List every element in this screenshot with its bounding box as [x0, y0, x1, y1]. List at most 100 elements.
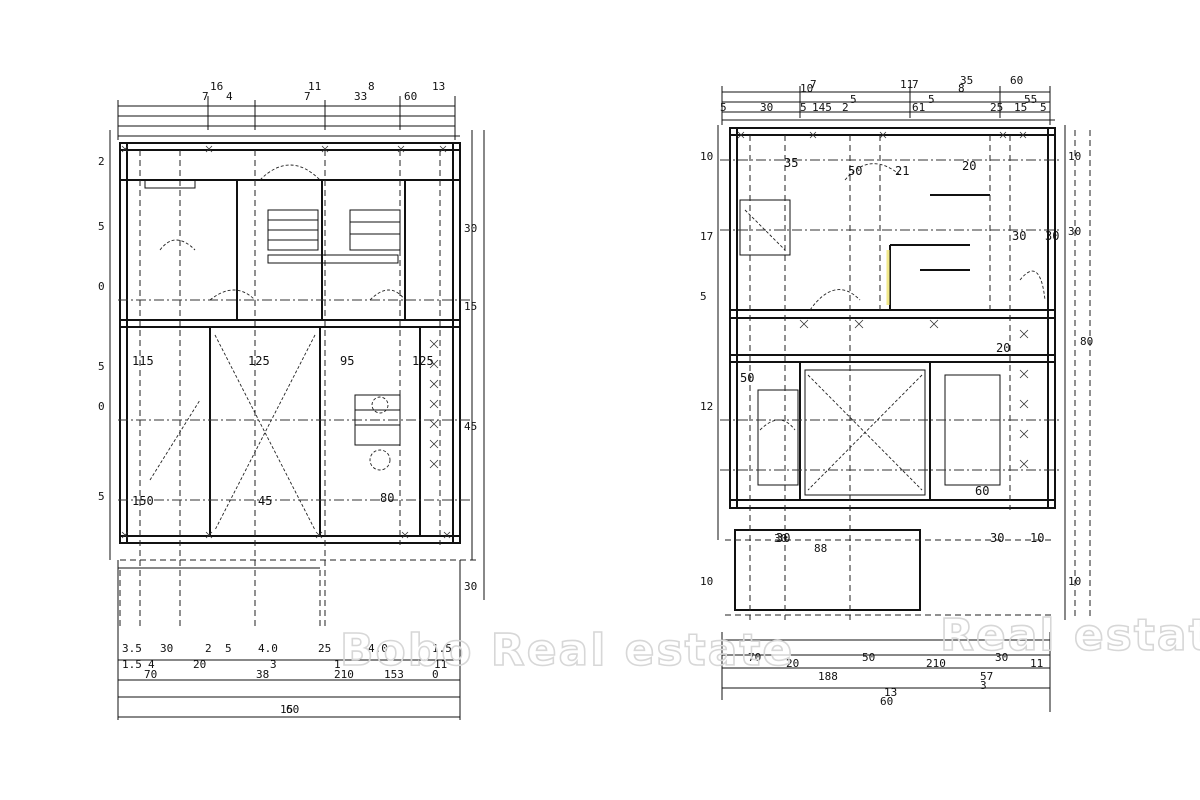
left-walls	[119, 142, 461, 544]
right-top-dim-11: 145	[812, 101, 832, 114]
left-side-dim-5: 0	[98, 400, 105, 413]
left-top-dim-1: 16	[210, 80, 223, 93]
right-room-label-4: 20	[962, 159, 976, 173]
left-bottom-dim-19: 0	[432, 668, 439, 681]
left-bottom-dim-13: 1	[334, 658, 341, 671]
right-room-label-9: 60	[975, 484, 989, 498]
right-side-dim-r1: 10	[1068, 150, 1081, 163]
right-top-dim-16: 25	[990, 101, 1003, 114]
right-bottom-dim-12: 13	[884, 686, 897, 699]
left-side-dim-2: 5	[98, 220, 105, 233]
right-top-dim-7: 8	[958, 82, 965, 95]
left-room-label-4: 125	[412, 354, 434, 368]
right-walls	[729, 127, 1056, 611]
right-floor-plan: 7 11 7 35 60 10 8 5 30 5 145 2 5 61 5 25…	[700, 74, 1093, 712]
right-room-label-12: 10	[1030, 531, 1044, 545]
right-room-label-8: 50	[740, 371, 754, 385]
right-top-dimensions: 7 11 7 35 60 10 8 5 30 5 145 2 5 61 5 25…	[720, 74, 1055, 125]
left-top-dim-9: 4	[226, 90, 233, 103]
right-bottom-dim-5: 50	[862, 651, 875, 664]
left-side-dim-6: 5	[98, 490, 105, 503]
left-room-label-1: 115	[132, 354, 154, 368]
left-bottom-dim-10: 4	[148, 658, 155, 671]
right-bottom-dim-3: 70	[748, 651, 761, 664]
watermark-right: Real estate	[940, 610, 1200, 661]
left-bottom-dim-9: 1.5	[122, 658, 142, 671]
right-top-dim-4: 35	[960, 74, 973, 87]
left-bottom-dimensions: 3.5 30 2 5 4.0 25 4.0 1.5 1.5 4 20 3 1 1…	[117, 560, 461, 720]
right-top-dim-3: 7	[912, 78, 919, 91]
left-bottom-dim-1: 3.5	[122, 642, 142, 655]
left-bottom-dim-8: 1.5	[432, 642, 452, 655]
right-top-dim-19: 5	[1040, 101, 1047, 114]
right-bottom-dim-11: 3	[980, 679, 987, 692]
right-room-label-7: 20	[996, 341, 1010, 355]
left-hatch-markers	[121, 145, 451, 539]
right-dashed-guides	[720, 130, 1091, 620]
right-bottom-dim-1: 88	[814, 542, 827, 555]
left-side-dim-r3: 45	[464, 420, 477, 433]
right-top-dim-12: 2	[842, 101, 849, 114]
left-top-dim-8: 60	[404, 90, 417, 103]
left-top-dim-4: 13	[432, 80, 445, 93]
right-bottom-dim-10: 57	[980, 670, 993, 683]
left-bottom-dim-20: 15	[280, 703, 293, 716]
right-room-label-11: 30	[990, 531, 1004, 545]
left-top-dim-3: 8	[368, 80, 375, 93]
right-room-label-10: 30	[776, 531, 790, 545]
right-top-dim-5: 60	[1010, 74, 1023, 87]
right-room-label-3: 21	[895, 164, 909, 178]
right-top-dim-14: 61	[912, 101, 925, 114]
left-room-label-7: 150	[132, 494, 154, 508]
watermark-left: Bobo Real estate	[340, 625, 794, 676]
left-bottom-dim-12: 3	[270, 658, 277, 671]
right-door-swings	[744, 163, 1046, 491]
right-top-dim-15: 5	[928, 93, 935, 106]
left-bottom-dim-17: 210	[334, 668, 354, 681]
left-stairs	[144, 179, 401, 446]
left-side-dim-4: 5	[98, 360, 105, 373]
left-door-swings	[149, 164, 406, 531]
left-side-dim-1: 2	[98, 155, 105, 168]
left-room-labels: 115 125 95 125 45 80 150	[132, 354, 434, 508]
right-bottom-dim-7: 30	[995, 651, 1008, 664]
right-room-label-6: 30	[1045, 229, 1059, 243]
left-top-dim-5: 7	[202, 90, 209, 103]
right-room-labels: 35 50 21 20 30 30 20 50 60 30 30 10	[740, 156, 1059, 545]
left-bottom-dim-4: 5	[225, 642, 232, 655]
right-side-dim-2: 17	[700, 230, 713, 243]
left-bottom-dim-6: 25	[318, 642, 331, 655]
left-top-dim-7: 33	[354, 90, 367, 103]
right-side-dim-5: 10	[700, 575, 713, 588]
left-bottom-dim-14: 11	[434, 658, 447, 671]
left-room-label-2: 125	[248, 354, 270, 368]
left-bottom-dim-21: 60	[286, 703, 299, 716]
left-bottom-dim-2: 30	[160, 642, 173, 655]
left-bottom-dim-7: 4.0	[368, 642, 388, 655]
right-top-dim-2: 11	[900, 78, 913, 91]
left-bottom-dim-3: 2	[205, 642, 212, 655]
right-top-dim-6: 10	[800, 82, 813, 95]
right-room-label-5: 30	[1012, 229, 1026, 243]
left-bottom-dim-15: 70	[144, 668, 157, 681]
left-bottom-dim-16: 38	[256, 668, 269, 681]
right-room-label-2: 50	[848, 164, 862, 178]
left-side-dim-r1: 30	[464, 222, 477, 235]
left-side-dim-r2: 15	[464, 300, 477, 313]
right-top-dim-10: 5	[800, 101, 807, 114]
right-bottom-dim-6: 210	[926, 657, 946, 670]
left-floor-plan: 16 11 8 13 7 7 33 60 4	[98, 80, 485, 720]
left-room-label-3: 95	[340, 354, 354, 368]
left-dashed-guides	[118, 150, 480, 630]
right-bottom-dimensions: 88 30 70 20 50 210 30 11 188 57 3 13 60	[721, 532, 1051, 712]
left-room-label-5: 45	[258, 494, 272, 508]
right-bottom-dim-4: 20	[786, 657, 799, 670]
right-bottom-dim-2: 30	[774, 532, 787, 545]
left-bottom-dim-5: 4.0	[258, 642, 278, 655]
left-top-dimensions: 16 11 8 13 7 7 33 60 4	[117, 80, 460, 140]
right-side-dim-r2: 80	[1080, 335, 1093, 348]
left-room-label-6: 80	[380, 491, 394, 505]
right-side-dim-1: 10	[700, 150, 713, 163]
right-bottom-dim-13: 60	[880, 695, 893, 708]
